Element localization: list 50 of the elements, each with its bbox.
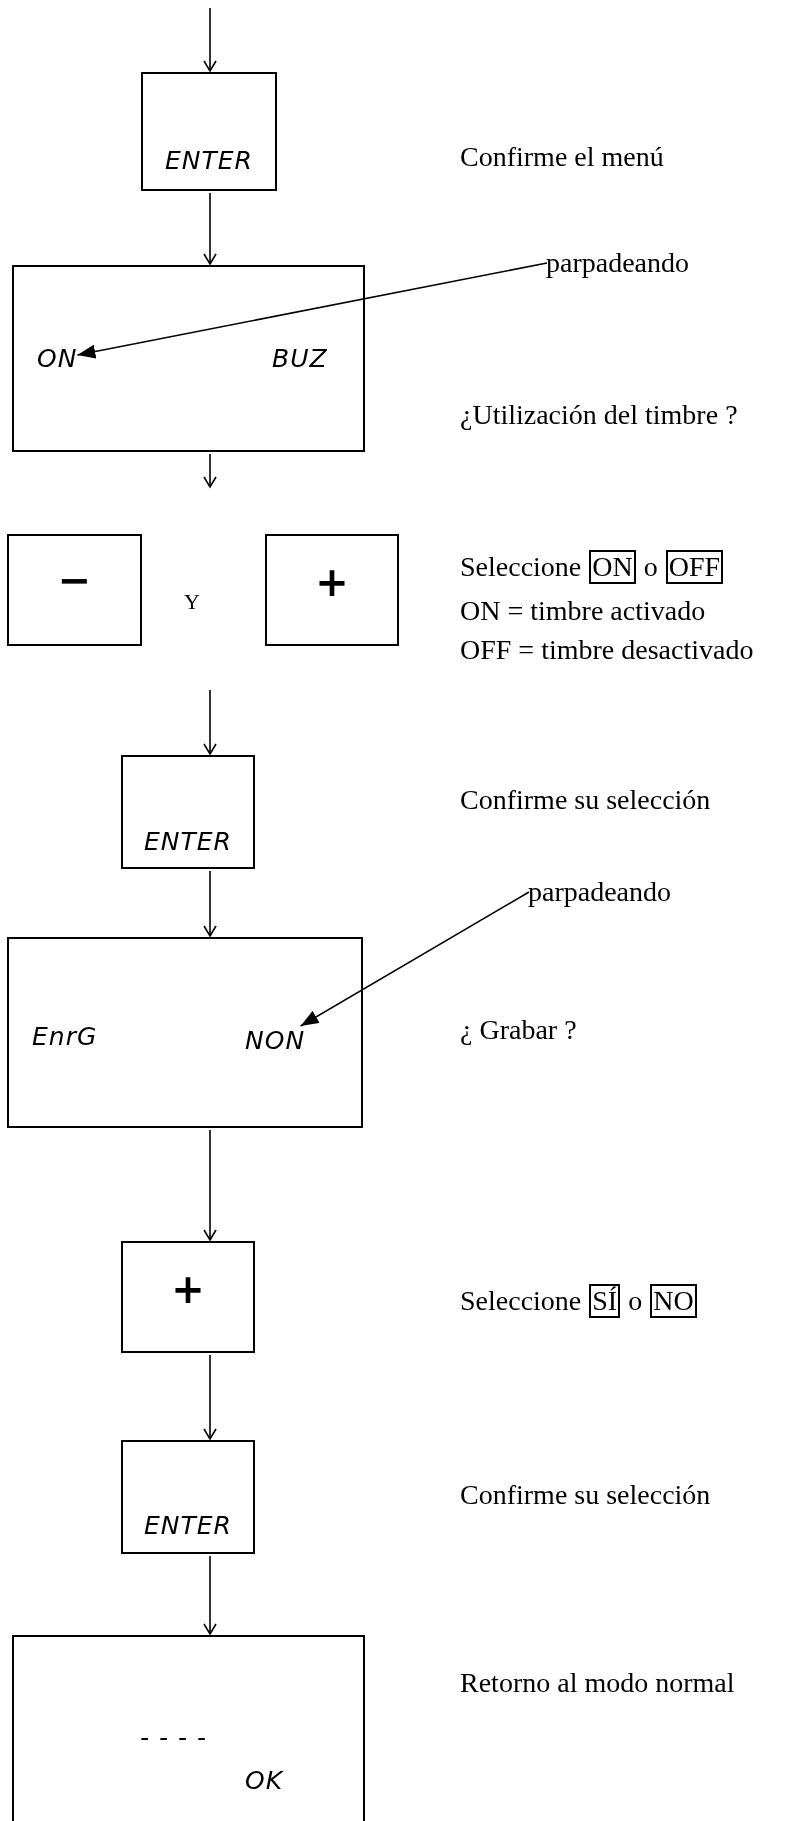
- description-text: ¿Utilización del timbre ?: [460, 399, 738, 431]
- description-text: Seleccione: [460, 551, 582, 583]
- description-text: ¿ Grabar ?: [460, 1014, 577, 1046]
- display-text: ON: [37, 344, 78, 374]
- description-text: Confirme su selección: [460, 1479, 711, 1511]
- lcd-display: [12, 265, 365, 452]
- key-label: ENTER: [143, 1511, 233, 1541]
- display-text: OK: [245, 1766, 284, 1796]
- key-symbol: +: [314, 560, 350, 604]
- arrow: [203, 453, 217, 488]
- description-text: o: [628, 1285, 643, 1317]
- boxed-word: NO: [650, 1284, 697, 1318]
- leader-line: [299, 891, 530, 1027]
- display-text: EnrG: [32, 1022, 98, 1052]
- arrow: [203, 870, 217, 937]
- lcd-display: [12, 1635, 365, 1821]
- description-text: OFF = timbre desactivado: [460, 634, 754, 666]
- callout-text: parpadeando: [546, 247, 690, 279]
- arrow: [203, 689, 217, 755]
- description-text: Confirme su selección: [460, 784, 711, 816]
- key-box: [141, 72, 277, 191]
- leader-line: [76, 262, 548, 359]
- lcd-display: [7, 937, 363, 1128]
- conjunction-text: Y: [184, 588, 200, 616]
- arrow: [203, 192, 217, 265]
- arrow: [203, 1129, 217, 1241]
- key-symbol: +: [170, 1267, 206, 1311]
- display-text: - - - -: [140, 1723, 207, 1753]
- display-text: BUZ: [272, 344, 328, 374]
- key-symbol: −: [56, 558, 93, 602]
- description-text: o: [643, 551, 658, 583]
- description-text: Confirme el menú: [460, 141, 664, 173]
- arrow: [203, 1555, 217, 1635]
- description-text: Seleccione: [460, 1285, 582, 1317]
- description-text: ON = timbre activado: [460, 595, 706, 627]
- key-label: ENTER: [164, 146, 254, 176]
- arrow: [203, 1354, 217, 1440]
- key-box: [121, 1440, 255, 1554]
- boxed-word: SÍ: [589, 1284, 621, 1318]
- boxed-word: OFF: [665, 550, 724, 584]
- key-box: [7, 534, 142, 646]
- key-box: [265, 534, 399, 646]
- boxed-word: ON: [589, 550, 636, 584]
- arrow: [203, 7, 217, 72]
- callout-text: parpadeando: [528, 876, 672, 908]
- description-text: Retorno al modo normal: [460, 1667, 735, 1699]
- key-box: [121, 1241, 255, 1353]
- display-text: NON: [245, 1026, 306, 1056]
- key-label: ENTER: [143, 827, 233, 857]
- key-box: [121, 755, 255, 869]
